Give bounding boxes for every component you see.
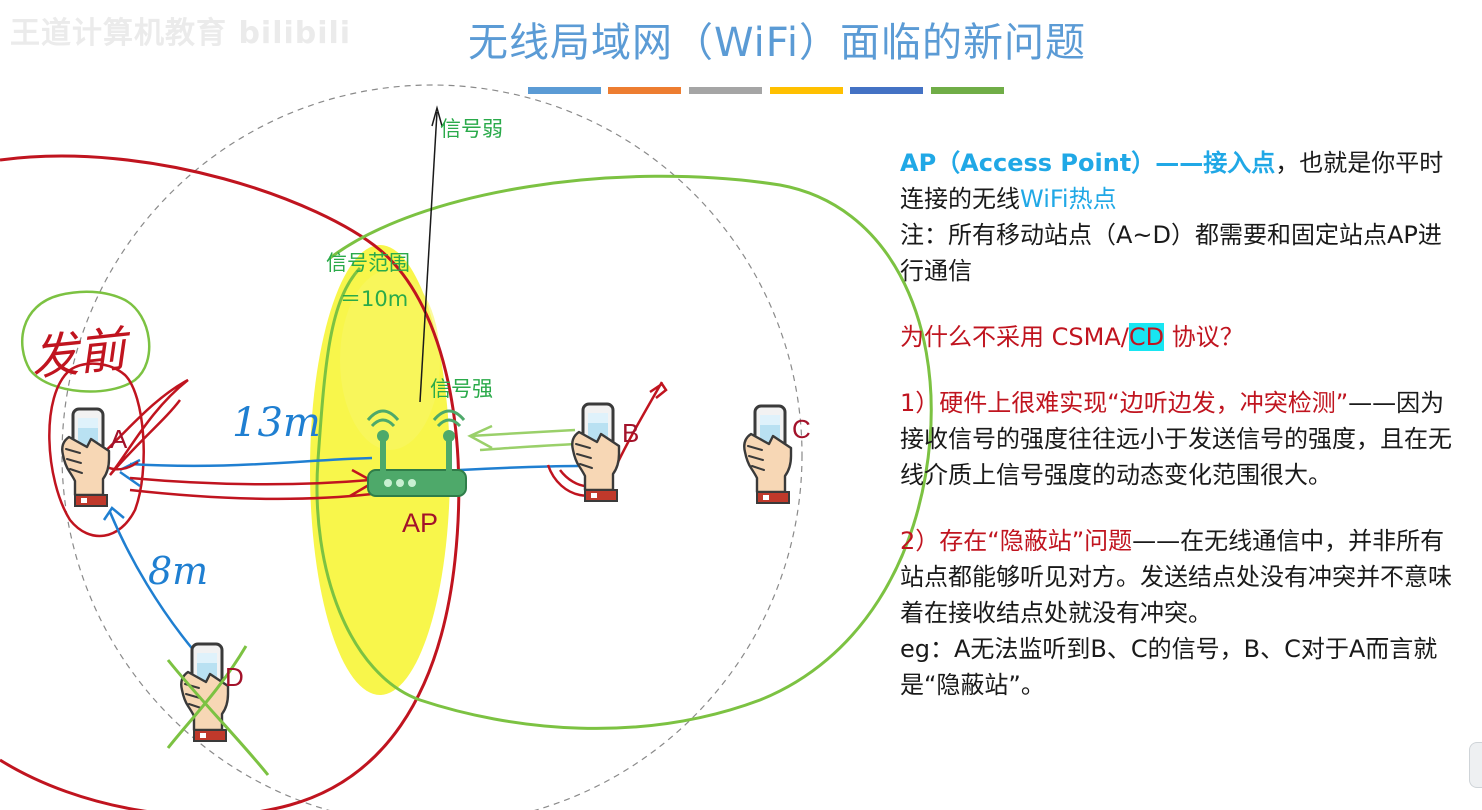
signal-range-circle xyxy=(61,84,803,810)
station-c-phone-icon xyxy=(742,404,793,505)
explanation-panel: AP（Access Point）——接入点，也就是你平时连接的无线WiFi热点 … xyxy=(900,145,1460,703)
station-b-phone-icon xyxy=(570,402,621,503)
reason-1: 1）硬件上很难实现“边听边发，冲突检测”——因为接收信号的强度往往远小于发送信号… xyxy=(900,385,1460,493)
link-ap-b xyxy=(459,464,579,472)
b-range-circle xyxy=(315,174,933,730)
station-d-label: D xyxy=(225,662,244,692)
ap-label: AP xyxy=(402,508,438,538)
scroll-handle[interactable] xyxy=(1469,742,1482,788)
link-a-ap xyxy=(129,456,373,468)
ap-definition-text: ，也就是你平时连接的无线 xyxy=(900,149,1444,213)
cd-highlight: CD xyxy=(1128,323,1165,351)
station-c-label: C xyxy=(792,414,811,444)
question-text: 为什么不采用 CSMA/CD 协议？ xyxy=(900,319,1460,355)
signal-range-label: 信号范围 xyxy=(326,251,410,275)
reason-2: 2）存在“隐蔽站”问题——在无线通信中，并非所有站点都能够听见对方。发送结点处没… xyxy=(900,523,1460,631)
ap-definition: AP（Access Point）——接入点，也就是你平时连接的无线WiFi热点 xyxy=(900,145,1460,217)
accent-bar-green xyxy=(931,87,1004,94)
handwritten-sending-note: 发前 xyxy=(28,321,135,387)
watermark: 王道计算机教育 bilibili xyxy=(10,16,352,51)
reason-2-title: 2）存在“隐蔽站”问题 xyxy=(900,527,1133,555)
accent-bar-blue xyxy=(528,87,601,94)
a-range-circle xyxy=(0,154,461,810)
slide-title: 无线局域网（WiFi）面临的新问题 xyxy=(468,20,1086,66)
signal-weak-label: 信号弱 xyxy=(440,117,503,141)
accent-bar-yellow xyxy=(770,87,843,94)
a-send-arrow xyxy=(129,476,373,501)
ap-term: AP（Access Point）——接入点 xyxy=(900,149,1276,177)
handwritten-distance-8m: 8m xyxy=(148,549,208,593)
reason-2-text: ——在无线通信中，并非所有站点都能够听见对方。发送结点处没有冲突并不意味着在接收… xyxy=(900,527,1452,627)
accent-bar-gray xyxy=(689,87,762,94)
station-a-phone-icon xyxy=(60,407,111,508)
accent-bar-orange xyxy=(608,87,681,94)
example-text: eg：A无法监听到B、C的信号，B、C对于A而言就是“隐蔽站”。 xyxy=(900,635,1438,699)
wifi-hotspot-term: WiFi热点 xyxy=(1020,185,1117,213)
station-d-phone-icon xyxy=(179,642,230,743)
wifi-router-icon xyxy=(366,409,467,497)
accent-bar-darkblue xyxy=(850,87,923,94)
reason-1-text: ——因为接收信号的强度往往远小于发送信号的强度，且在无线介质上信号强度的动态变化… xyxy=(900,389,1452,489)
question-start: 为什么不采用 CSMA/ xyxy=(900,323,1129,351)
question-end: 协议？ xyxy=(1164,323,1244,351)
link-a-d xyxy=(108,511,196,653)
station-b-label: B xyxy=(622,418,639,448)
signal-weak-arrow xyxy=(419,111,438,403)
station-a-circle xyxy=(48,362,145,538)
signal-range-value: ＝10m xyxy=(340,287,408,311)
station-d-cross xyxy=(166,645,270,776)
note-text: 注：所有移动站点（A~D）都需要和固定站点AP进行通信 xyxy=(900,221,1442,285)
b-send-arrow xyxy=(469,428,576,452)
reason-1-title: 1）硬件上很难实现“边听边发，冲突检测” xyxy=(900,389,1349,417)
signal-strong-label: 信号强 xyxy=(430,377,493,401)
station-a-label: A xyxy=(110,424,128,454)
handwritten-distance-13m: 13m xyxy=(232,400,321,446)
